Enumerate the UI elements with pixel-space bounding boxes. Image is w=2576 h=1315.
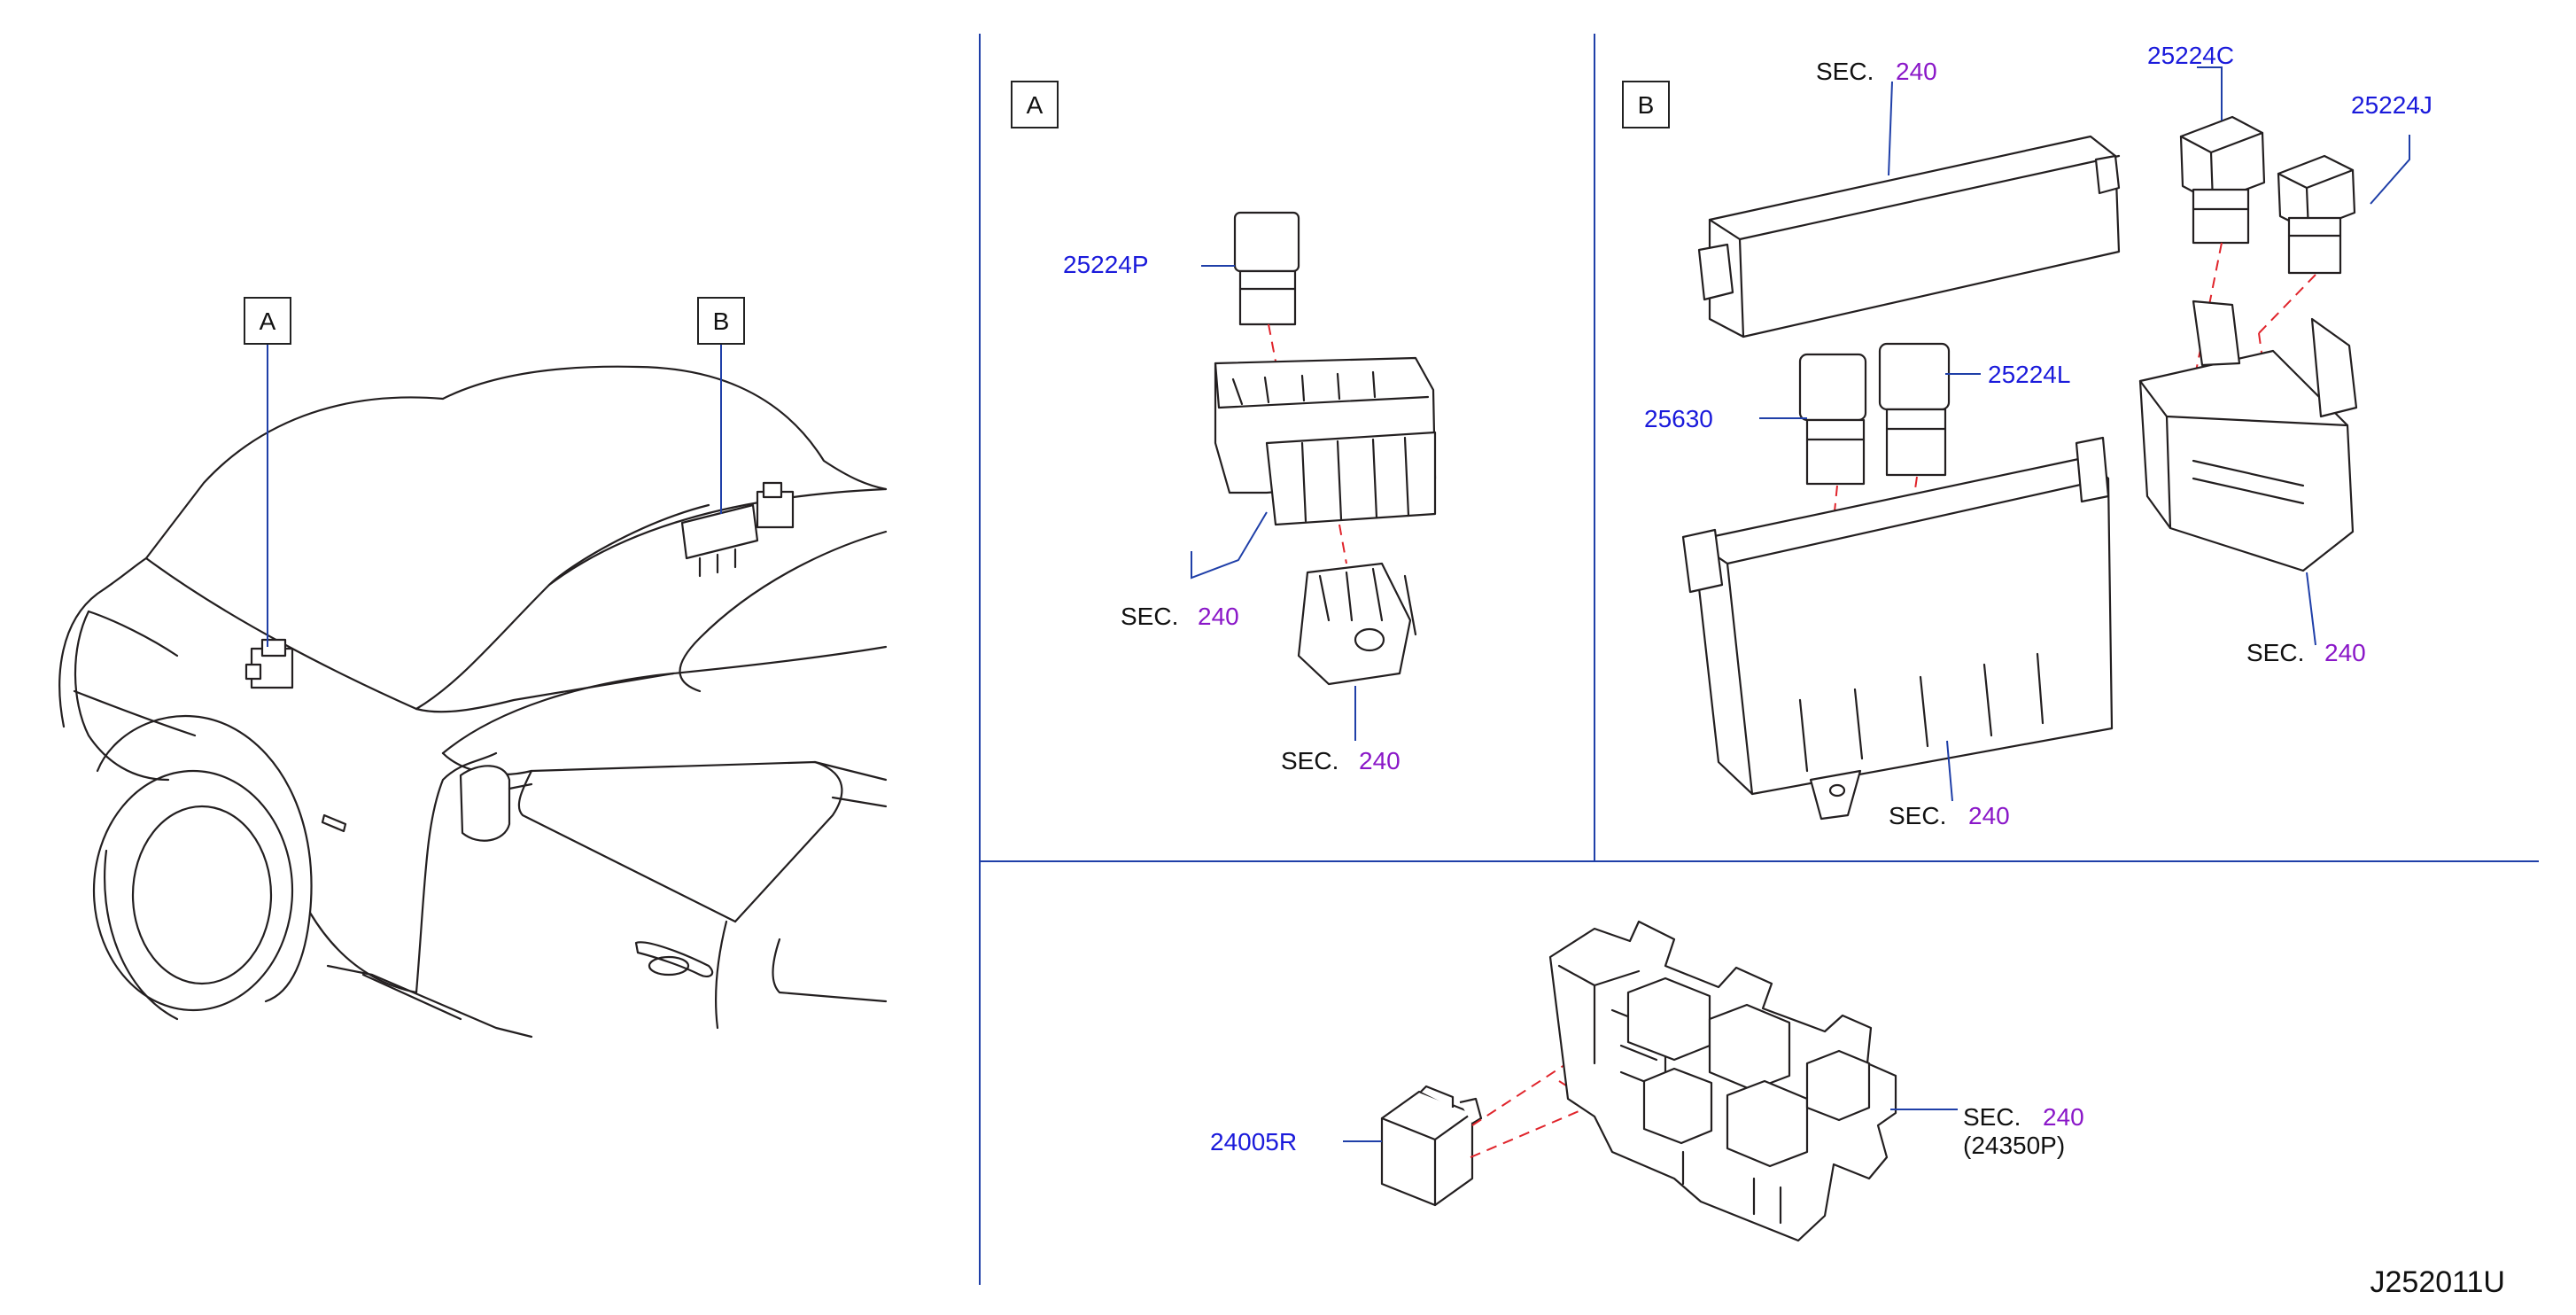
- location-a-component: [244, 638, 294, 689]
- view-b-sec-label-1: SEC.: [1816, 58, 1874, 85]
- part-25224p-label: 25224P: [1063, 251, 1149, 278]
- panel-frame: [979, 34, 2539, 1285]
- view-a-sec-number-1: 240: [1198, 603, 1239, 630]
- callout-b-label: B: [713, 307, 730, 335]
- view-b-sec-label-3: SEC.: [1889, 802, 1946, 829]
- relay-25224j: [2277, 154, 2356, 275]
- part-24005r-label: 24005R: [1210, 1128, 1297, 1155]
- relay-24005r: [1380, 1085, 1483, 1207]
- view-b-tag-label: B: [1638, 91, 1655, 119]
- view-a-tag: A: [1011, 81, 1059, 128]
- relay-block-sec-label: SEC.: [1963, 1103, 2021, 1131]
- part-25224j-label: 25224J: [2351, 91, 2432, 119]
- view-a-sec-label-1: SEC.: [1121, 603, 1178, 630]
- relay-box-small: [2138, 300, 2358, 572]
- relay-25224p: [1233, 211, 1300, 326]
- view-b-sec-label-2: SEC.: [2246, 639, 2304, 666]
- view-a-tag-label: A: [1027, 91, 1044, 119]
- fuse-box-body: [1681, 436, 2114, 821]
- view-b-sec-number-3: 240: [1968, 802, 2010, 829]
- relay-holder: [1214, 356, 1437, 526]
- view-a-sec-number-2: 240: [1359, 747, 1401, 774]
- callout-b: B: [697, 297, 745, 345]
- fuse-box-cover: [1697, 135, 2121, 338]
- location-b-component: [680, 481, 795, 578]
- relay-block-sub-part: (24350P): [1963, 1132, 2065, 1159]
- part-25224l-label: 25224L: [1988, 361, 2070, 388]
- view-a: A 25224P SEC. 240: [1011, 81, 1437, 774]
- part-25224c-label: 25224C: [2147, 42, 2234, 69]
- relay-25630: [1798, 353, 1867, 486]
- relay-block-body: [1548, 920, 1897, 1242]
- part-25630-label: 25630: [1644, 405, 1713, 432]
- view-b: B: [1622, 42, 2432, 829]
- relay-25224l: [1878, 342, 1951, 477]
- view-b-sec-number-2: 240: [2324, 639, 2366, 666]
- view-a-sec-label-2: SEC.: [1281, 747, 1338, 774]
- callout-a-label: A: [260, 307, 276, 335]
- relay-25224c: [2179, 115, 2266, 245]
- relay-block-sec-number: 240: [2043, 1103, 2084, 1131]
- car-overview: A B: [58, 297, 888, 1039]
- diagram-code: J252011U: [2370, 1265, 2506, 1299]
- view-relay-block: 24005R SEC. 240 (24350P): [1210, 920, 2084, 1242]
- view-b-tag: B: [1622, 81, 1670, 128]
- bracket-a: [1297, 562, 1417, 686]
- view-b-sec-number-1: 240: [1896, 58, 1937, 85]
- callout-a: A: [244, 297, 291, 345]
